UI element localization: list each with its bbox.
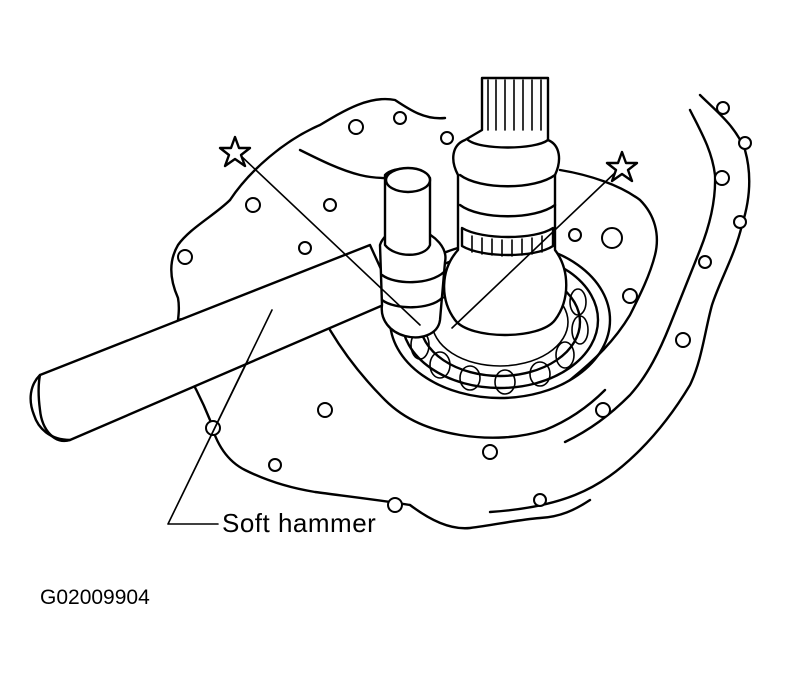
output-shaft	[442, 76, 568, 337]
figure-code: G02009904	[40, 586, 150, 609]
shaft-splines	[487, 79, 542, 131]
star-leader-left	[239, 154, 421, 326]
star-leader-right	[451, 167, 621, 329]
star-icon	[605, 150, 639, 183]
case-outer-edge-left	[228, 97, 447, 202]
case-inner-edge-right	[563, 108, 717, 444]
case-outer-edge-right	[488, 93, 751, 514]
case-flange-left	[170, 198, 412, 507]
soft-hammer	[29, 166, 447, 443]
soft-hammer-label: Soft hammer	[222, 508, 377, 538]
case-bottom-flange	[408, 498, 592, 530]
star-icon	[218, 135, 252, 168]
case-lower-contour	[328, 328, 607, 439]
callout-leader-hammer	[167, 309, 273, 525]
